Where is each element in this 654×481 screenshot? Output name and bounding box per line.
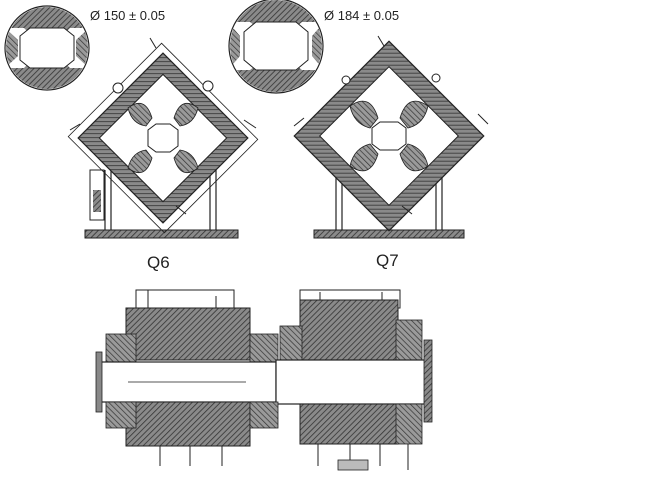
q6-label: Q6 xyxy=(147,253,170,272)
q7-label: Q7 xyxy=(376,251,399,270)
side-view-assembly xyxy=(95,289,433,471)
q7-aperture-dimension: Ø 184 ± 0.05 xyxy=(324,8,399,23)
q7-cross-section xyxy=(293,35,489,239)
q7-aperture-detail xyxy=(228,0,324,94)
q6-aperture-detail xyxy=(4,5,90,91)
q6-aperture-dimension: Ø 150 ± 0.05 xyxy=(90,8,165,23)
q6-cross-section xyxy=(67,37,259,239)
